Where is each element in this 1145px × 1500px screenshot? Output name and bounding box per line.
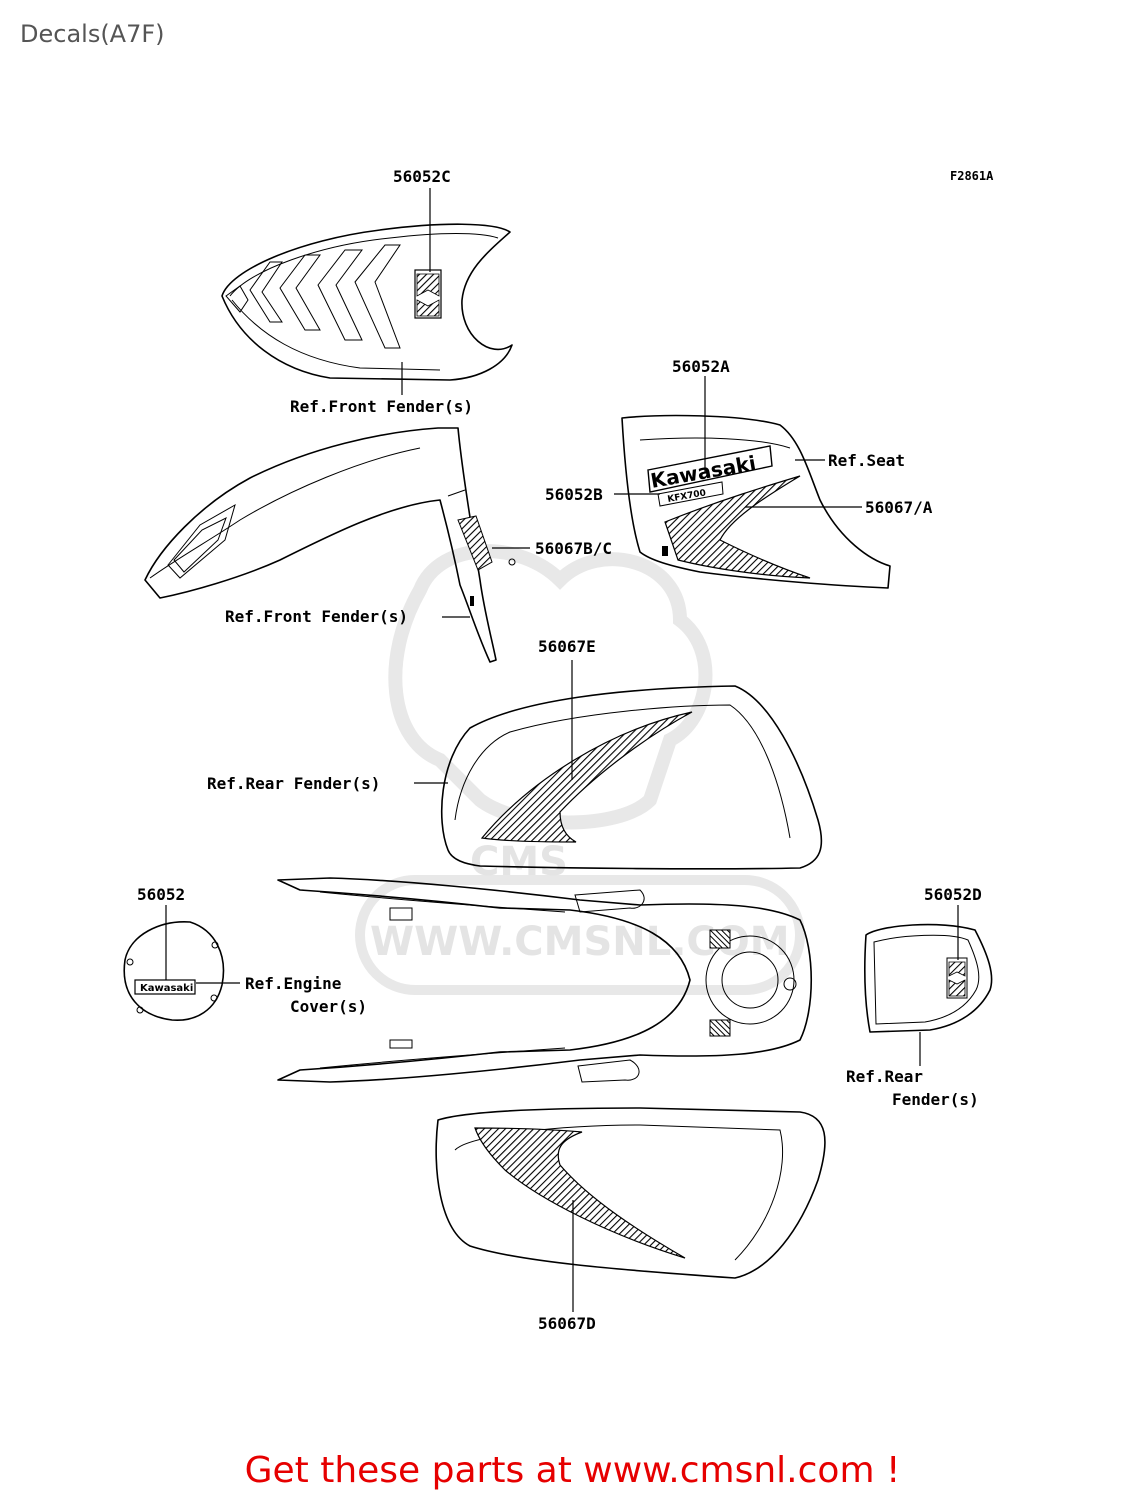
front-fender-top [221,223,513,381]
engine-cover: Kawasaki [123,921,225,1021]
ref-seat-label: Ref.Seat [828,451,905,470]
decals-diagram: CMS WWW.CMSNL.COM F2861A 56052C Ref.Fron… [123,167,994,1333]
ref-engine-cover-label-1: Ref.Engine [245,974,341,993]
part-56067D-label: 56067D [538,1314,596,1333]
rear-fender-small [864,923,993,1033]
part-56067A-label: 56067/A [865,498,933,517]
part-56067E-label: 56067E [538,637,596,656]
ref-rear-fender-right-label-1: Ref.Rear [846,1067,923,1086]
ref-engine-cover-label-2: Cover(s) [290,997,367,1016]
engine-badge-text: Kawasaki [140,983,193,994]
front-fender-side [144,427,516,663]
ref-front-fender-mid-label: Ref.Front Fender(s) [225,607,408,626]
part-56052C-label: 56052C [393,167,451,186]
watermark-logo: CMS [470,839,568,885]
part-56052B-label: 56052B [545,485,603,504]
footer-link[interactable]: Get these parts at www.cmsnl.com ! [244,1450,901,1491]
ref-front-fender-top-label: Ref.Front Fender(s) [290,397,473,416]
side-cover: Kawasaki KFX700 [621,414,891,589]
part-56052-label: 56052 [137,885,185,904]
part-56052D-label: 56052D [924,885,982,904]
ref-rear-fender-left-label: Ref.Rear Fender(s) [207,774,380,793]
page-title: Decals(A7F) [20,20,165,48]
ref-rear-fender-right-label-2: Fender(s) [892,1090,979,1109]
part-56052A-label: 56052A [672,357,730,376]
figure-code: F2861A [950,169,994,183]
watermark: CMS WWW.CMSNL.COM [355,544,805,995]
rear-fender [277,685,826,1279]
part-56067BC-label: 56067B/C [535,539,612,558]
